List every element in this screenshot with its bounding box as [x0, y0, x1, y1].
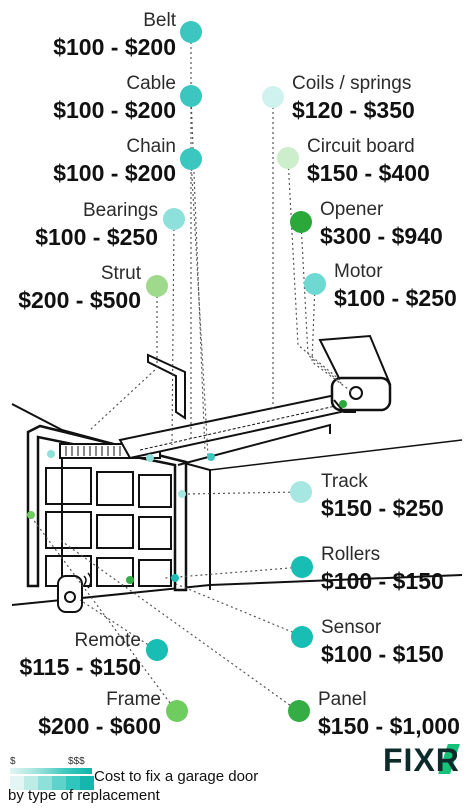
label-track: Track $150 - $250 — [321, 472, 444, 520]
frame-dot — [166, 700, 188, 722]
label-cable: Cable $100 - $200 — [40, 74, 176, 122]
opener-name: Opener — [320, 199, 384, 220]
legend-swatch — [10, 776, 24, 790]
sensor-dot — [291, 626, 313, 648]
label-opener: Opener $300 - $940 — [320, 200, 443, 248]
motor-name: Motor — [334, 261, 383, 282]
legend-caption-line2: by type of replacement — [8, 787, 160, 804]
label-bearings: Bearings $100 - $250 — [18, 201, 158, 249]
legend-swatch — [52, 776, 66, 790]
legend-gradient — [10, 768, 92, 774]
cable-name: Cable — [126, 73, 176, 94]
bearings-dot — [163, 208, 185, 230]
label-belt: Belt $100 - $200 — [40, 11, 176, 59]
panel-name: Panel — [318, 689, 367, 710]
chain-dot — [180, 148, 202, 170]
belt-dot — [180, 21, 202, 43]
legend-high-label: $$$ — [68, 756, 85, 767]
track-price: $150 - $250 — [321, 495, 444, 521]
motor-price: $100 - $250 — [334, 285, 457, 311]
coils-name: Coils / springs — [292, 73, 412, 94]
legend-caption-line1: Cost to fix a garage door — [94, 768, 259, 785]
track-name: Track — [321, 471, 368, 492]
remote-price: $115 - $150 — [19, 654, 141, 680]
chain-price: $100 - $200 — [53, 160, 176, 186]
remote-dot — [146, 639, 168, 661]
legend-swatch — [24, 776, 38, 790]
legend-swatch — [38, 776, 52, 790]
cable-price: $100 - $200 — [53, 97, 176, 123]
label-strut: Strut $200 - $500 — [4, 264, 141, 312]
sensor-name: Sensor — [321, 617, 382, 638]
label-motor: Motor $100 - $250 — [334, 262, 457, 310]
belt-name: Belt — [143, 10, 176, 31]
circuit-dot — [277, 147, 299, 169]
label-chain: Chain $100 - $200 — [40, 137, 176, 185]
bearings-price: $100 - $250 — [35, 224, 158, 250]
panel-dot — [288, 700, 310, 722]
strut-name: Strut — [100, 263, 141, 284]
sensor-price: $100 - $150 — [321, 641, 444, 667]
panel-price: $150 - $1,000 — [318, 713, 460, 739]
label-panel: Panel $150 - $1,000 — [318, 690, 460, 738]
coils-dot — [262, 86, 284, 108]
chain-name: Chain — [126, 136, 176, 157]
label-remote: Remote $115 - $150 — [4, 631, 141, 679]
logo-text: FIXR — [383, 742, 460, 778]
label-circuit: Circuit board $150 - $400 — [307, 137, 430, 185]
belt-price: $100 - $200 — [53, 34, 176, 60]
opener-price: $300 - $940 — [320, 223, 443, 249]
label-coils: Coils / springs $120 - $350 — [292, 74, 415, 122]
rollers-name: Rollers — [321, 544, 381, 565]
circuit-name: Circuit board — [307, 136, 415, 157]
opener-dot — [290, 211, 312, 233]
bearings-name: Bearings — [83, 200, 158, 221]
legend-swatch — [80, 776, 94, 790]
legend-low-label: $ — [10, 756, 16, 767]
label-frame: Frame $200 - $600 — [20, 690, 161, 738]
frame-name: Frame — [106, 689, 161, 710]
strut-price: $200 - $500 — [18, 287, 141, 313]
rollers-price: $100 - $150 — [321, 568, 444, 594]
fixr-logo: FIXR — [383, 742, 465, 778]
strut-dot — [146, 275, 168, 297]
track-dot — [290, 481, 312, 503]
label-rollers: Rollers $100 - $150 — [321, 545, 444, 593]
cable-dot — [180, 85, 202, 107]
remote-name: Remote — [74, 630, 141, 651]
circuit-price: $150 - $400 — [307, 160, 430, 186]
label-sensor: Sensor $100 - $150 — [321, 618, 444, 666]
coils-price: $120 - $350 — [292, 97, 415, 123]
motor-dot — [304, 273, 326, 295]
legend-swatches — [10, 776, 94, 790]
rollers-dot — [291, 556, 313, 578]
legend-swatch — [66, 776, 80, 790]
frame-price: $200 - $600 — [38, 713, 161, 739]
